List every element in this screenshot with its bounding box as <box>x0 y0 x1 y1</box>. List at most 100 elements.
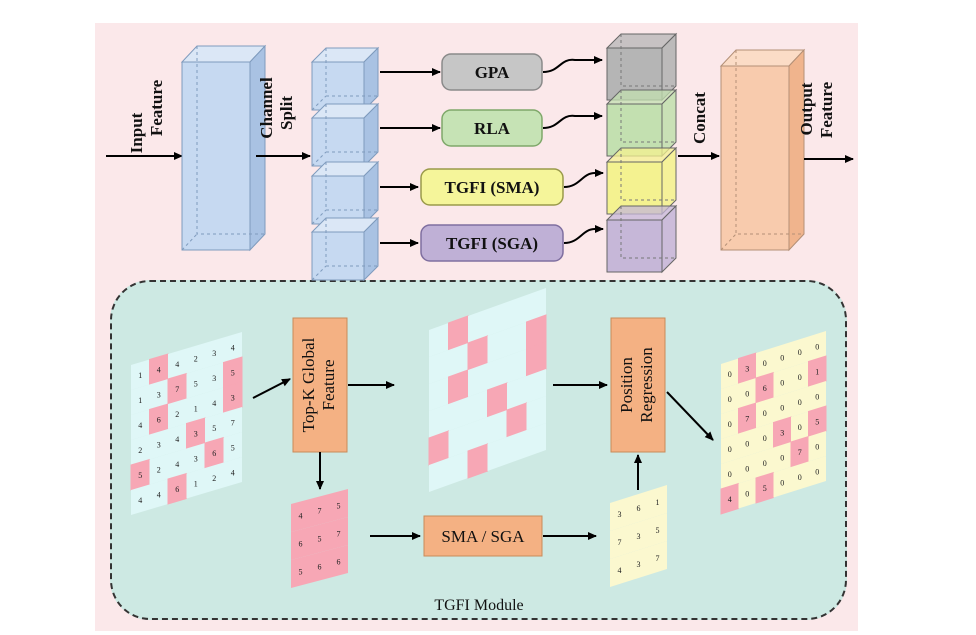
cell-value: 4 <box>138 421 142 430</box>
cell-value: 3 <box>618 510 622 519</box>
cell-value: 5 <box>815 417 819 426</box>
topk-value-cell <box>291 527 310 560</box>
mask-cell <box>468 309 488 343</box>
mask-cell <box>448 451 468 485</box>
cell-value: 3 <box>157 440 161 449</box>
cell-value: 5 <box>231 368 235 377</box>
cell-value: 7 <box>337 530 341 539</box>
cell-value: 3 <box>637 560 641 569</box>
matrix-cell <box>721 408 739 439</box>
cell-value: 2 <box>138 446 142 455</box>
cell-value: 7 <box>656 554 660 563</box>
cell-value: 0 <box>745 439 749 448</box>
matrix-cell <box>131 384 150 415</box>
position-regression-label-line1: Position <box>617 357 636 413</box>
cell-value: 3 <box>637 532 641 541</box>
output-feature-cube <box>719 48 806 252</box>
cell-value: 3 <box>212 349 216 358</box>
matrix-cell <box>186 343 205 374</box>
cell-value: 0 <box>728 370 732 379</box>
cell-value: 0 <box>745 464 749 473</box>
cell-value: 0 <box>798 423 802 432</box>
cell-value: 5 <box>318 535 322 544</box>
cell-value: 0 <box>815 342 819 351</box>
branch-tgfi-sga: TGFI (SGA) <box>380 224 604 262</box>
matrix-cell <box>808 431 826 462</box>
attended-value-cell <box>610 553 629 587</box>
cell-value: 1 <box>194 479 198 488</box>
position-regression-label-line2: Regression <box>637 347 656 423</box>
topk-value-cell <box>291 499 310 532</box>
topk-value-cell <box>329 517 348 550</box>
topk-value-cell <box>310 494 329 527</box>
attended-value-cell <box>648 541 667 575</box>
tgfi-sma-label: TGFI (SMA) <box>445 178 540 197</box>
cell-value: 1 <box>656 498 660 507</box>
mask-cell <box>487 329 507 363</box>
cell-value: 3 <box>157 390 161 399</box>
matrix-cell <box>773 442 791 473</box>
attended-value-cell <box>648 513 667 547</box>
cell-value: 2 <box>157 465 161 474</box>
attended-value-cell <box>610 497 629 531</box>
cell-value: 2 <box>175 410 179 419</box>
matrix-cell <box>773 367 791 398</box>
matrix-cell <box>205 462 224 493</box>
mask-cell <box>468 417 488 451</box>
mask-cell <box>429 323 449 357</box>
matrix-cell <box>791 361 809 392</box>
cell-value: 5 <box>763 484 767 493</box>
mask-cell <box>448 343 468 377</box>
cell-value: 1 <box>138 396 142 405</box>
matrix-cell <box>773 342 791 373</box>
split-cubes <box>310 46 380 282</box>
mask-cell <box>526 396 546 430</box>
split-cube <box>310 102 380 168</box>
attended-value-cell <box>629 519 648 553</box>
cell-value: 3 <box>231 393 235 402</box>
matrix-cell <box>808 456 826 487</box>
matrix-cell <box>721 383 739 414</box>
cell-value: 0 <box>780 403 784 412</box>
cell-value: 6 <box>637 504 641 513</box>
cell-value: 5 <box>337 502 341 511</box>
matrix-cell <box>738 378 756 409</box>
regression-to-output-arrow <box>666 391 714 441</box>
cell-value: 7 <box>231 418 235 427</box>
topk-value-cell <box>329 489 348 522</box>
attended-value-cell <box>629 491 648 525</box>
matrix-cell <box>149 379 168 410</box>
attended-value-cell <box>648 485 667 519</box>
cell-value: 4 <box>231 468 235 477</box>
mask-cell <box>429 404 449 438</box>
matrix-cell <box>721 358 739 389</box>
sma-sga-label: SMA / SGA <box>441 527 525 546</box>
cell-value: 6 <box>763 384 767 393</box>
cell-value: 0 <box>728 445 732 454</box>
topk-value-cell <box>329 545 348 578</box>
output-feature-label-line2: Feature <box>817 81 836 138</box>
cell-value: 0 <box>763 434 767 443</box>
cell-value: 0 <box>780 478 784 487</box>
matrix-cell <box>131 409 150 440</box>
mask-cell <box>507 322 527 356</box>
matrix-cell <box>205 412 224 443</box>
topk-label-line1: Top-K Global <box>299 337 318 432</box>
matrix-cell <box>205 337 224 368</box>
mask-cell <box>468 390 488 424</box>
matrix-cell <box>756 397 774 428</box>
attended-value-cell <box>610 525 629 559</box>
matrix-cell <box>168 348 187 379</box>
cell-value: 4 <box>175 460 179 469</box>
matrix-cell <box>756 347 774 378</box>
cell-value: 6 <box>212 449 216 458</box>
matrix-cell <box>186 443 205 474</box>
matrix-cell <box>721 433 739 464</box>
output-feature-label-line1: Output <box>797 82 816 135</box>
mask-cell <box>507 295 527 329</box>
cell-value: 0 <box>798 398 802 407</box>
cell-value: 1 <box>138 371 142 380</box>
matrix-cell <box>791 461 809 492</box>
cell-value: 0 <box>798 348 802 357</box>
